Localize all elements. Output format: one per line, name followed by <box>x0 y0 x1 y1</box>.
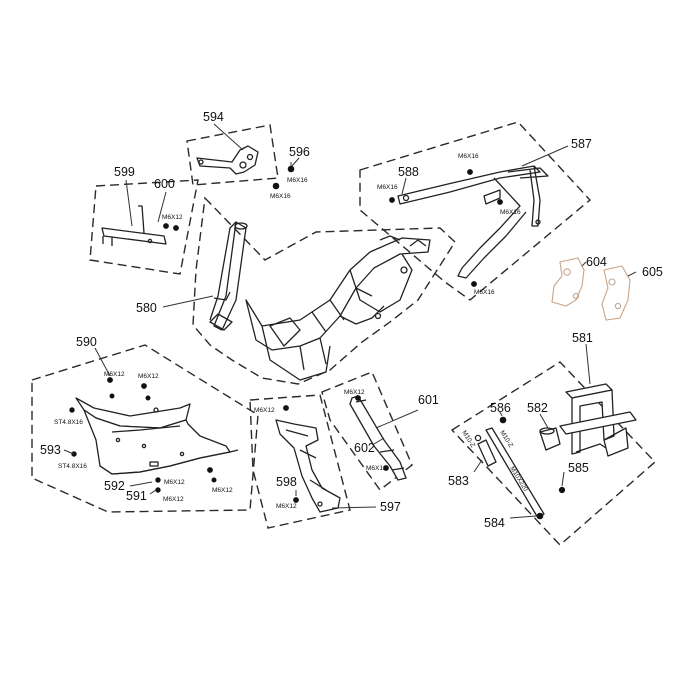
callout-596: 596 <box>289 145 310 159</box>
fastener-label-588: M6X16 <box>377 184 398 191</box>
part-590-floor-panel <box>75 397 239 475</box>
fastener-label-601a: M6X12 <box>344 389 365 396</box>
callout-594: 594 <box>203 110 224 124</box>
part-601-bracket <box>349 395 407 481</box>
callout-588: 588 <box>398 165 419 179</box>
callout-585: 585 <box>568 461 589 475</box>
fastener-label-592: M6X12 <box>164 479 185 486</box>
part-587-rear-rails <box>397 165 549 279</box>
fastener-label-590a: M6X12 <box>104 371 125 378</box>
group-outline-597 <box>249 394 351 529</box>
fastener-label-590c: ST4.8X16 <box>54 419 83 426</box>
group-outline-581 <box>450 361 657 546</box>
callout-598: 598 <box>276 475 297 489</box>
group-outline-587 <box>359 121 592 301</box>
fastener-label-593: ST4.8X16 <box>58 463 87 470</box>
fastener-label-601b: M6X12 <box>366 465 387 472</box>
callout-580: 580 <box>136 301 157 315</box>
fastener-label-600: M6X12 <box>162 214 183 221</box>
callout-581: 581 <box>572 331 593 345</box>
group-outline-599 <box>89 179 199 275</box>
fastener-label-596: M6X16 <box>287 177 308 184</box>
bolts-597 <box>283 405 299 503</box>
group-outline-580 <box>192 196 456 385</box>
callout-582: 582 <box>527 401 548 415</box>
bolts-587 <box>389 169 503 287</box>
callout-591: 591 <box>126 489 147 503</box>
part-584-bolt <box>485 427 545 520</box>
callout-602: 602 <box>354 441 375 455</box>
part-580-main-frame <box>209 221 431 381</box>
callout-604: 604 <box>586 255 607 269</box>
bolts-590 <box>69 377 217 493</box>
part-605-bracket <box>601 265 631 321</box>
callout-593: 593 <box>40 443 61 457</box>
callout-597: 597 <box>380 500 401 514</box>
callout-601: 601 <box>418 393 439 407</box>
fastener-label-594: M6X16 <box>270 193 291 200</box>
fastener-label-591: M6X12 <box>163 496 184 503</box>
callout-586: 586 <box>490 401 511 415</box>
callout-584: 584 <box>484 516 505 530</box>
fastener-label-597a: M6X12 <box>254 407 275 414</box>
group-outline-590 <box>31 344 259 513</box>
callout-587: 587 <box>571 137 592 151</box>
part-582-bushing <box>539 427 561 451</box>
part-599-bracket <box>101 205 179 246</box>
fastener-label-587a: M6X16 <box>458 153 479 160</box>
callout-583: 583 <box>448 474 469 488</box>
part-583-spacer <box>477 439 497 467</box>
fastener-label-583: M10-Z <box>460 429 476 449</box>
part-604-bracket <box>551 257 585 307</box>
bolts-601 <box>355 395 389 471</box>
part-597-bracket <box>275 419 341 513</box>
part-581-engine-hanger <box>559 383 637 457</box>
fastener-label-587b: M6X16 <box>500 209 521 216</box>
fastener-label-590d: M6X12 <box>212 487 233 494</box>
fastener-label-587c: M6X16 <box>474 289 495 296</box>
fastener-label-584: M10X220 <box>508 465 529 493</box>
callout-605: 605 <box>642 265 663 279</box>
bolt-596 <box>272 162 295 190</box>
group-outline-594 <box>186 124 279 186</box>
nuts-586 <box>474 416 566 494</box>
callout-600: 600 <box>154 177 175 191</box>
callout-592: 592 <box>104 479 125 493</box>
part-594-bracket <box>196 145 259 175</box>
fastener-label-597b: M6X12 <box>276 503 297 510</box>
fastener-label-590b: M6X12 <box>138 373 159 380</box>
callout-590: 590 <box>76 335 97 349</box>
callout-599: 599 <box>114 165 135 179</box>
